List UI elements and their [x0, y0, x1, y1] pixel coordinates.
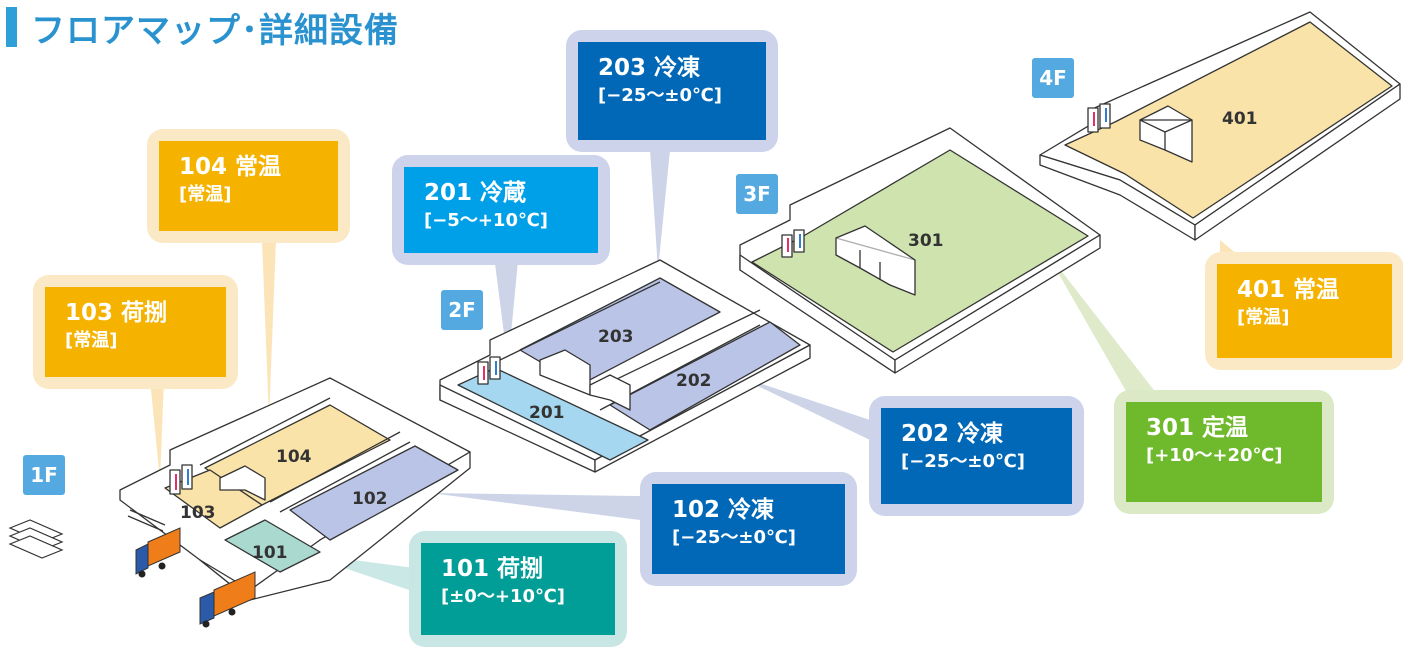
connector-104 — [262, 240, 276, 420]
room-label-104: 104 — [276, 447, 312, 467]
callout-201: 201 冷蔵 [−5〜+10℃] — [392, 155, 610, 265]
callout-102-box: 102 冷凍 [−25〜±0℃] — [652, 484, 845, 574]
connector-201 — [492, 240, 520, 365]
callout-203-name: 203 冷凍 — [598, 55, 701, 81]
callout-103-name: 103 荷捌 — [65, 300, 168, 326]
page-title-text: フロアマップ･詳細設備 — [31, 10, 399, 51]
callout-103-temp: [常温] — [65, 330, 118, 351]
callout-202-temp: [−25〜±0℃] — [901, 451, 1025, 472]
callout-202: 202 冷凍 [−25〜±0℃] — [869, 396, 1084, 516]
connector-202 — [735, 375, 870, 440]
floor-badge-2f: 2F — [441, 290, 483, 330]
callout-401-name: 401 常温 — [1237, 277, 1340, 303]
callout-202-box: 202 冷凍 [−25〜±0℃] — [881, 408, 1072, 504]
sheets-icon — [8, 519, 64, 559]
room-label-103: 103 — [180, 503, 216, 523]
callout-301-box: 301 定温 [+10〜+20℃] — [1126, 402, 1322, 502]
callout-201-temp: [−5〜+10℃] — [424, 210, 548, 231]
callout-101: 101 荷捌 [±0〜+10℃] — [409, 531, 627, 647]
room-label-401: 401 — [1222, 109, 1258, 129]
callout-201-name: 201 冷蔵 — [424, 180, 527, 206]
room-label-301: 301 — [908, 231, 944, 251]
room-202-floor — [609, 321, 801, 431]
room-label-203: 203 — [598, 327, 634, 347]
floor-badge-3f: 3F — [736, 174, 778, 214]
callout-203-box: 203 冷凍 [−25〜±0℃] — [578, 42, 766, 140]
floor-2-plan — [439, 259, 811, 473]
callout-102-name: 102 冷凍 — [672, 497, 775, 523]
floor-3-plan — [739, 127, 1101, 374]
title-accent-bar — [6, 7, 17, 47]
room-401-floor — [1064, 21, 1393, 219]
truck-icon-2 — [199, 571, 256, 628]
room-label-201: 201 — [529, 403, 565, 423]
callout-102: 102 冷凍 [−25〜±0℃] — [640, 472, 857, 586]
callout-connectors — [150, 150, 1256, 592]
callout-202-name: 202 冷凍 — [901, 421, 1004, 447]
floor-badge-1f: 1F — [23, 455, 65, 495]
connector-103 — [150, 380, 164, 480]
floor-badge-4f: 4F — [1032, 58, 1074, 98]
callout-104: 104 常温 [常温] — [147, 129, 350, 243]
callout-301-temp: [+10〜+20℃] — [1146, 445, 1283, 466]
room-label-202: 202 — [676, 371, 712, 391]
floor-4-plan — [1039, 11, 1401, 241]
callout-401: 401 常温 [常温] — [1205, 252, 1403, 370]
page-title: フロアマップ･詳細設備 — [6, 2, 399, 52]
callout-101-name: 101 荷捌 — [441, 556, 544, 582]
connector-203 — [650, 150, 670, 270]
callout-401-temp: [常温] — [1237, 307, 1290, 328]
callout-102-temp: [−25〜±0℃] — [672, 527, 796, 548]
callout-203-temp: [−25〜±0℃] — [598, 85, 722, 106]
callout-401-box: 401 常温 [常温] — [1217, 264, 1392, 358]
connector-301 — [1045, 250, 1160, 398]
room-102-floor — [289, 445, 459, 541]
connector-102 — [430, 493, 640, 520]
callout-301-name: 301 定温 — [1146, 415, 1249, 441]
callout-101-temp: [±0〜+10℃] — [441, 586, 565, 607]
callout-201-box: 201 冷蔵 [−5〜+10℃] — [404, 167, 598, 253]
room-101-floor — [224, 519, 321, 573]
callout-203: 203 冷凍 [−25〜±0℃] — [566, 30, 778, 152]
callout-103-box: 103 荷捌 [常温] — [45, 287, 226, 377]
callout-104-temp: [常温] — [179, 184, 232, 205]
room-label-101: 101 — [252, 543, 288, 563]
callout-104-name: 104 常温 — [179, 154, 282, 180]
floor-1-plan — [119, 377, 471, 601]
callout-104-box: 104 常温 [常温] — [159, 141, 338, 231]
callout-101-box: 101 荷捌 [±0〜+10℃] — [421, 543, 615, 635]
truck-icon-1 — [135, 527, 181, 578]
callout-301: 301 定温 [+10〜+20℃] — [1114, 390, 1334, 514]
callout-103: 103 荷捌 [常温] — [33, 275, 238, 389]
room-label-102: 102 — [352, 489, 388, 509]
